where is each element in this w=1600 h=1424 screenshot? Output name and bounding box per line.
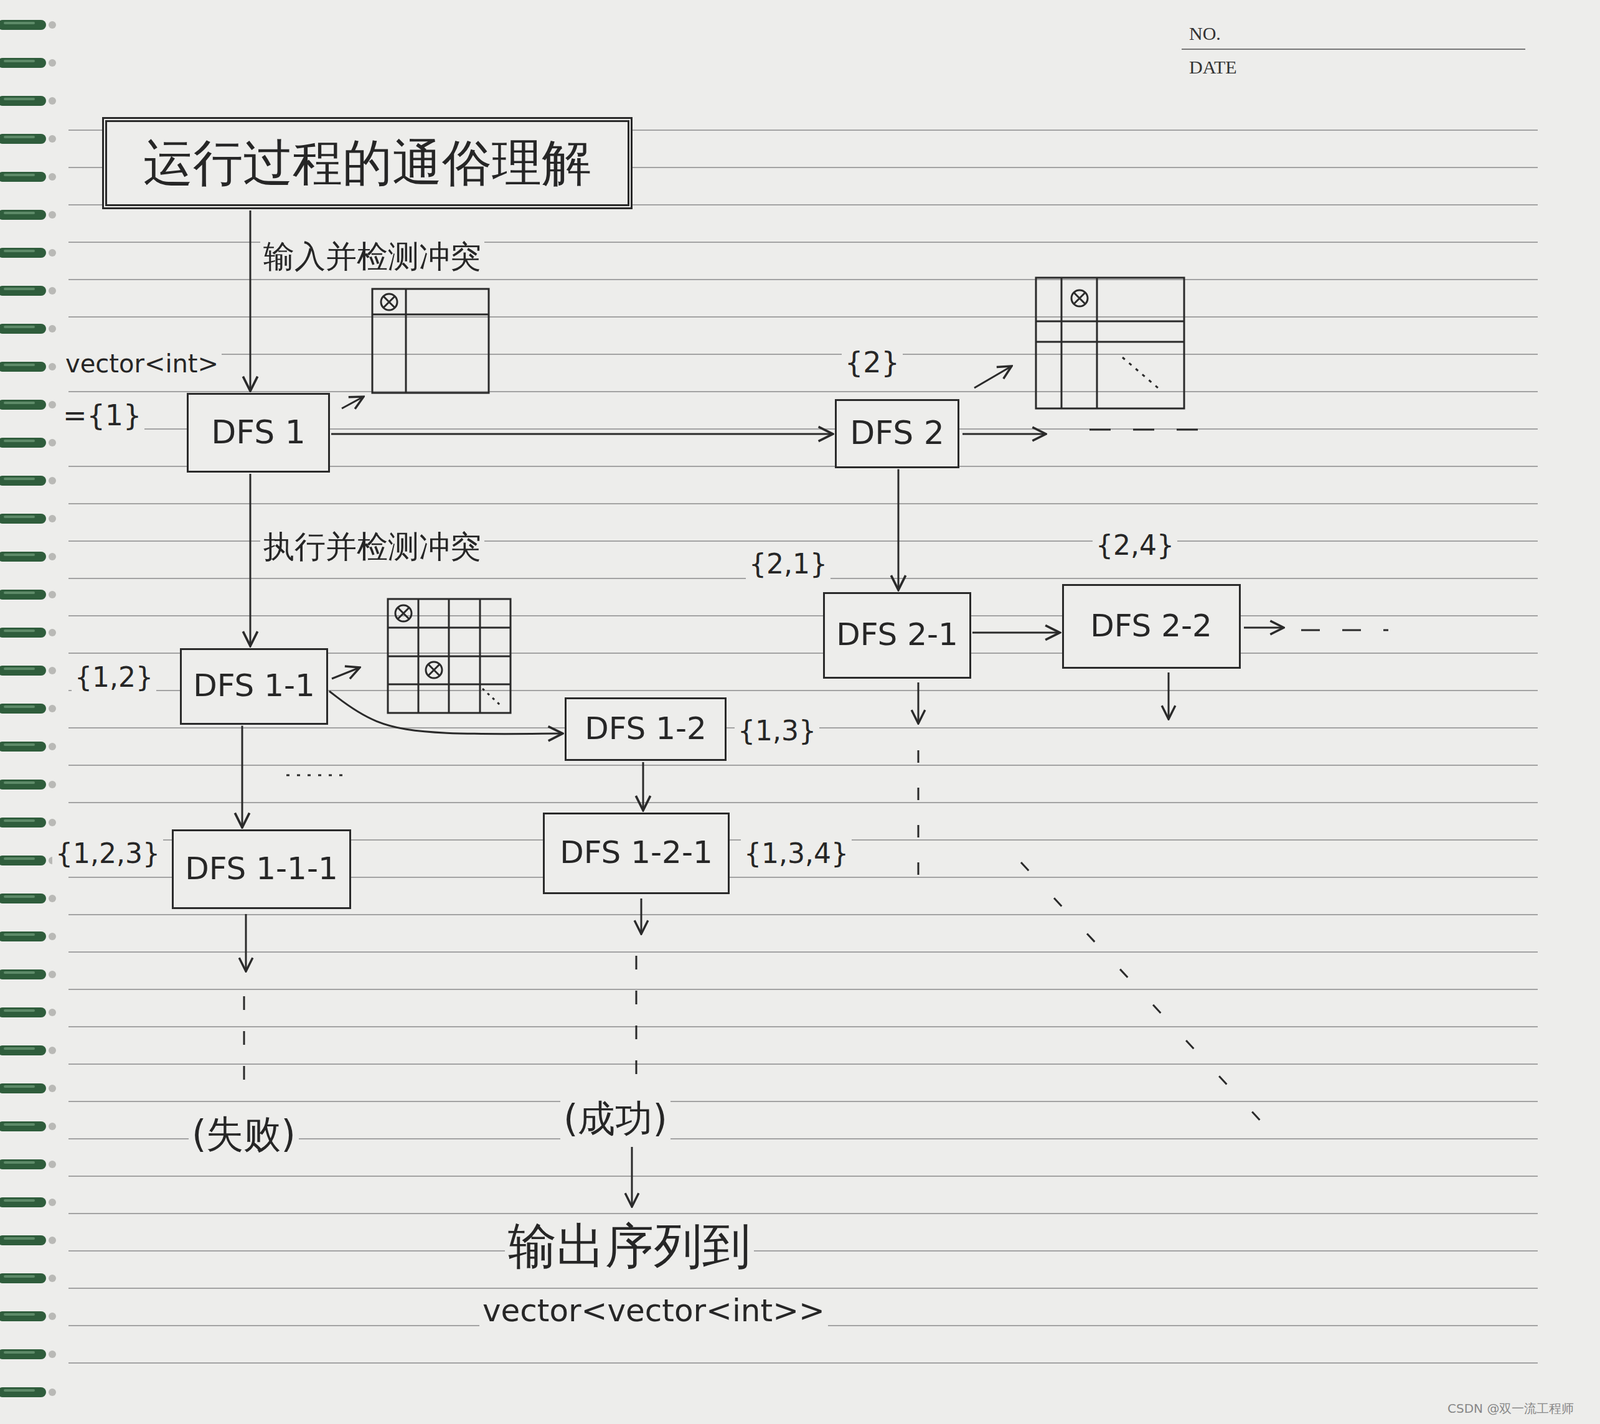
node-label: DFS 1-2-1: [559, 834, 713, 871]
header-text: NO.: [1185, 22, 1224, 45]
board-line: [372, 313, 489, 316]
state-note: {1,3}: [734, 714, 820, 748]
process-box: DFS 1-2: [564, 697, 727, 761]
down-arrow: [917, 682, 920, 724]
edge-label: 执行并检测冲突: [260, 527, 485, 566]
process-box: DFS 2-2: [1062, 583, 1241, 669]
continue-dashes: [635, 955, 638, 1087]
queen-mark: [381, 293, 398, 311]
node-label: 运行过程的通俗理解: [143, 134, 592, 192]
process-box: DFS 1-2-1: [542, 812, 730, 895]
continue-dashes: [1089, 428, 1221, 431]
board-line: [387, 655, 511, 658]
node-label: DFS 2-1: [836, 616, 959, 654]
continue-dashes: [243, 996, 246, 1099]
board-line: [1096, 277, 1099, 409]
process-box: DFS 2-1: [823, 592, 972, 679]
board-line: [387, 626, 511, 629]
sketch-arrows: [244, 366, 1389, 1207]
state-note: {2,1}: [745, 547, 831, 581]
board-outline: [1035, 277, 1185, 409]
continue-arrow: [1243, 626, 1284, 629]
queen-mark: [397, 607, 410, 619]
type-note: vector<vector<int>>: [479, 1291, 829, 1330]
process-box: DFS 1-1: [179, 648, 329, 725]
spiral-binding: [0, 0, 63, 1424]
process-box: DFS 2: [834, 399, 960, 469]
continue-dashes: [1301, 629, 1389, 632]
board-line: [1035, 341, 1185, 344]
header-text: DATE: [1185, 56, 1241, 79]
queen-mark: [1071, 290, 1088, 307]
pointer-arrow: [341, 396, 364, 409]
board-outline: [387, 598, 511, 713]
type-note: vector<int>: [62, 348, 222, 379]
continue-dashes: [917, 750, 920, 878]
title-box: 运行过程的通俗理解: [102, 117, 633, 210]
board-line: [387, 683, 511, 686]
pointer-arrow: [331, 667, 360, 679]
ellipsis-dots: [482, 688, 500, 705]
ruled-lines: [68, 129, 1538, 1375]
queen-mark: [395, 605, 412, 622]
ellipsis-dots: [1122, 357, 1158, 388]
node-label: DFS 1: [211, 414, 306, 452]
down-arrow: [640, 898, 643, 934]
state-note: ={1}: [59, 398, 145, 433]
down-arrow: [245, 913, 248, 972]
flow-arrow: [329, 691, 563, 735]
ellipsis-dots: [286, 774, 349, 777]
state-note: {1,3,4}: [740, 837, 852, 871]
result-note: (成功): [560, 1095, 671, 1141]
flow-arrow: [972, 631, 1061, 634]
queen-mark: [425, 661, 443, 678]
edge-label: 输入并检测冲突: [260, 237, 485, 276]
flow-arrow: [897, 469, 900, 591]
flow-arrow: [642, 762, 645, 811]
output-note: 输出序列到: [504, 1217, 754, 1276]
node-label: DFS 1-1-1: [184, 851, 339, 888]
header-line: [1181, 48, 1526, 50]
node-label: DFS 2-2: [1090, 608, 1213, 645]
down-arrow: [1167, 672, 1170, 720]
flow-arrow: [241, 725, 244, 829]
state-note: {1,2,3}: [52, 837, 164, 871]
continue-arrow: [962, 433, 1046, 436]
board-line: [405, 288, 408, 393]
queen-mark: [383, 296, 395, 308]
result-note: (失败): [188, 1111, 299, 1157]
process-box: DFS 1-1-1: [171, 829, 352, 909]
node-label: DFS 2: [849, 414, 945, 452]
node-label: DFS 1-1: [192, 668, 316, 705]
board-outline: [372, 288, 489, 393]
state-note: {1,2}: [71, 661, 157, 695]
board-line: [1035, 320, 1185, 323]
flow-arrow: [249, 473, 252, 647]
watermark: CSDN @双一流工程师: [1444, 1400, 1577, 1416]
board-line: [1060, 277, 1063, 409]
process-box: DFS 1: [186, 392, 330, 473]
queen-mark: [1073, 292, 1086, 304]
pointer-arrow: [974, 366, 1012, 388]
down-arrow: [631, 1146, 634, 1207]
queen-mark: [428, 664, 440, 676]
node-label: DFS 1-2: [584, 710, 707, 748]
state-note: {2,4}: [1092, 529, 1178, 563]
continue-dashes: [1021, 862, 1282, 1144]
state-note: {2}: [841, 345, 903, 380]
flow-arrow: [331, 433, 833, 436]
flow-arrow: [249, 210, 252, 391]
